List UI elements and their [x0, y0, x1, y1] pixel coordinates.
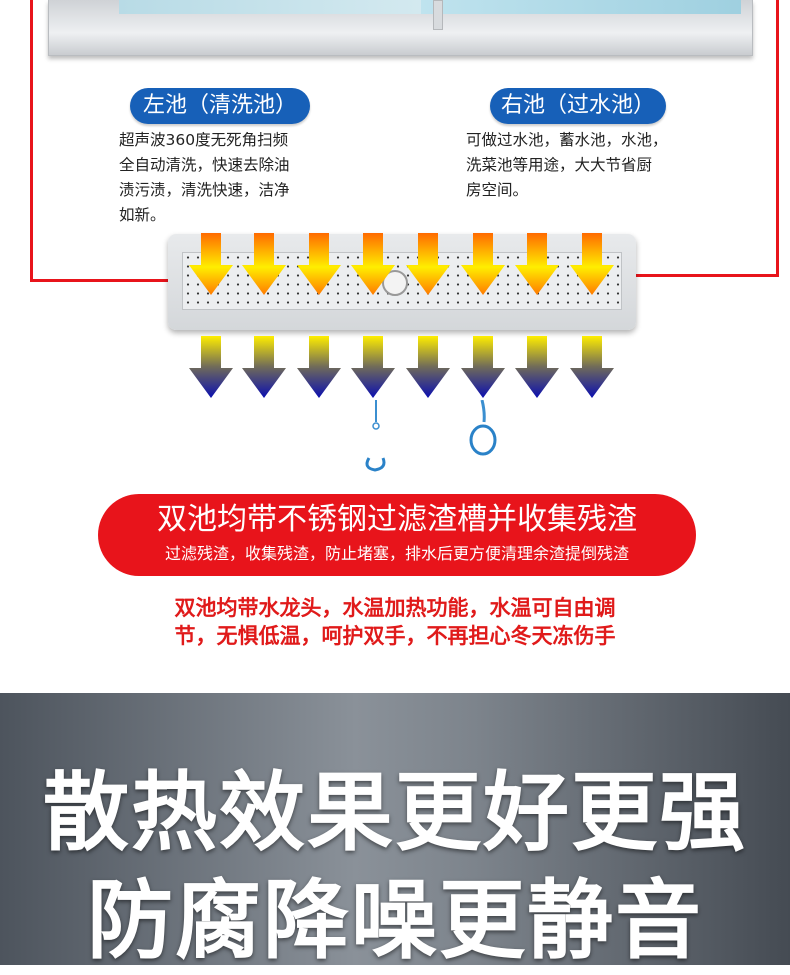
border-bottom-right: [632, 274, 779, 277]
left-pool-label: 左池（清洗池）: [130, 88, 310, 124]
heat-arrow-icon: [242, 233, 286, 295]
right-pool-description: 可做过水池，蓄水池，水池， 洗菜池等用途，大大节省厨 房空间。: [466, 131, 668, 199]
cool-arrow-icon: [406, 336, 450, 398]
heat-dissipation-section: [0, 693, 790, 965]
heat-arrow-icon: [515, 233, 559, 295]
cool-arrow-icon: [189, 336, 233, 398]
cool-arrow-icon: [351, 336, 395, 398]
headline-line-2: 防腐降噪更静音: [87, 870, 703, 971]
filter-banner: 双池均带不锈钢过滤渣槽并收集残渣 过滤残渣，收集残渣，防止堵塞，排水后更方便清理…: [98, 494, 696, 576]
filter-tray-image: [168, 234, 636, 330]
cool-arrow-icon: [297, 336, 341, 398]
heat-arrow-icon: [351, 233, 395, 295]
heat-arrow-icon: [189, 233, 233, 295]
sink-frame-image: [48, 0, 753, 56]
headline-line-1: 散热效果更好更强: [43, 762, 747, 863]
border-left: [30, 0, 33, 282]
border-right: [776, 0, 779, 277]
water-drops-icon: [365, 400, 497, 472]
cool-arrow-icon: [515, 336, 559, 398]
faucet-note: 双池均带水龙头，水温加热功能，水温可自由调 节，无惧低温，呵护双手，不再担心冬天…: [174, 596, 616, 648]
cool-arrow-icon: [461, 336, 505, 398]
cool-arrow-icon: [242, 336, 286, 398]
border-bottom-left: [30, 279, 170, 282]
right-pool-label: 右池（过水池）: [490, 88, 666, 124]
cool-arrow-icon: [570, 336, 614, 398]
heat-arrow-icon: [570, 233, 614, 295]
heat-arrow-icon: [461, 233, 505, 295]
left-pool-description: 超声波360度无死角扫频 全自动清洗，快速去除油 渍污渍，清洗快速，洁净 如新。: [119, 131, 290, 224]
heat-arrow-icon: [406, 233, 450, 295]
heat-arrow-icon: [297, 233, 341, 295]
